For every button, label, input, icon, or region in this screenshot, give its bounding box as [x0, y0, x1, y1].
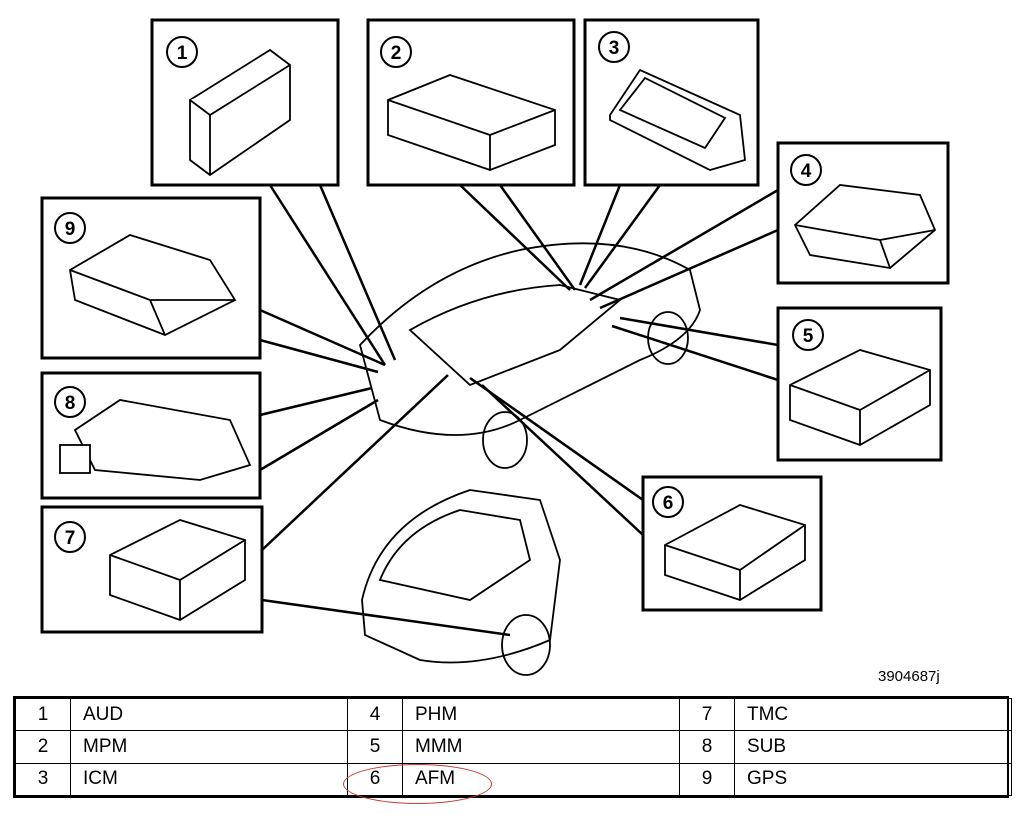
callout-box-5 [776, 306, 943, 462]
car-top-view [359, 242, 701, 436]
legend-row: 3 ICM 6 AFM 9 GPS [15, 762, 1012, 797]
callout-number-8: 8 [65, 393, 76, 414]
callout-number-9: 9 [65, 219, 76, 240]
callout-box-4 [776, 141, 950, 285]
legend-code: PHM [402, 697, 680, 732]
legend-code: SUB [734, 730, 1012, 764]
legend-code: AUD [70, 697, 348, 732]
legend-number: 4 [347, 697, 403, 732]
legend-number: 9 [679, 762, 735, 797]
legend-number: 6 [347, 762, 403, 797]
callout-number-1: 1 [177, 43, 188, 64]
module-aud [189, 48, 291, 177]
legend-row: 2 MPM 5 MMM 8 SUB [15, 730, 1012, 764]
component-legend-table: 1 AUD 4 PHM 7 TMC 2 MPM 5 MMM 8 SUB 3 IC… [13, 696, 1012, 798]
legend-number: 7 [679, 697, 735, 732]
legend-number: 1 [15, 697, 71, 732]
callout-number-3: 3 [609, 38, 620, 59]
legend-number: 3 [15, 762, 71, 797]
callout-number-5: 5 [803, 326, 814, 347]
callout-box-8 [40, 371, 262, 500]
legend-number: 8 [679, 730, 735, 764]
legend-number: 5 [347, 730, 403, 764]
legend-code: ICM [70, 762, 348, 797]
callout-box-9 [40, 196, 262, 360]
callout-box-3 [583, 18, 760, 187]
legend-row: 1 AUD 4 PHM 7 TMC [15, 697, 1012, 732]
module-sub [73, 399, 252, 481]
legend-number: 2 [15, 730, 71, 764]
callout-number-6: 6 [663, 493, 674, 514]
callout-box-6 [641, 475, 823, 612]
legend-code: TMC [734, 697, 1012, 732]
callout-box-1 [150, 18, 340, 187]
legend-code: AFM [402, 762, 680, 797]
callout-number-4: 4 [801, 161, 812, 182]
reference-code: 3904687j [878, 668, 940, 685]
callout-number-2: 2 [391, 43, 402, 64]
car-rear-view [361, 489, 561, 664]
legend-code: GPS [734, 762, 1012, 797]
callout-number-7: 7 [65, 528, 76, 549]
callout-box-7 [40, 505, 264, 634]
legend-code: MPM [70, 730, 348, 764]
legend-code: MMM [402, 730, 680, 764]
component-location-diagram: 1 2 3 4 5 6 7 8 9 [40, 18, 950, 676]
callout-box-2 [366, 18, 576, 187]
